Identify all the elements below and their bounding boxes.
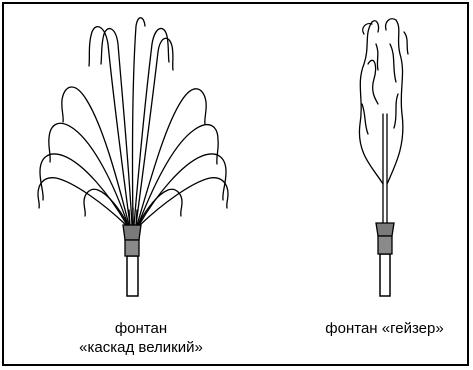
fountain-illustrations <box>4 4 469 366</box>
geyser-fountain-caption: фонтан «гейзер» <box>292 319 469 338</box>
cascade-fountain-caption: фонтан «каскад великий» <box>51 319 231 357</box>
cascade-caption-line-2: «каскад великий» <box>51 338 231 357</box>
cascade-fountain <box>38 18 228 296</box>
cascade-caption-line-1: фонтан <box>51 319 231 338</box>
geyser-caption-line-1: фонтан «гейзер» <box>292 319 469 338</box>
geyser-fountain <box>359 19 408 296</box>
figure-frame: фонтан «каскад великий» фонтан «гейзер» <box>2 2 469 366</box>
